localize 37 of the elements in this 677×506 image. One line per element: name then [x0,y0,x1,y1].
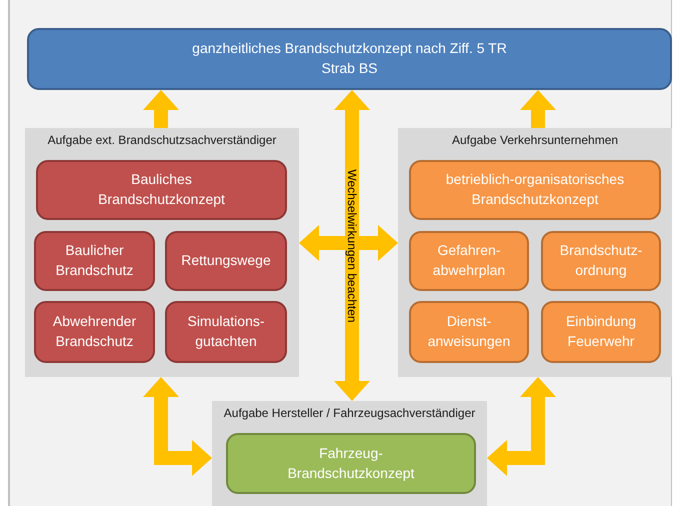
edge-label: Wechselwirkungen beachten [346,169,358,323]
box-label: betrieblich-organisatorisches Brandschutzkonzept [444,170,626,209]
box-label: Baulicher Brandschutz [54,241,134,280]
task-box [165,231,287,291]
task-box [541,231,661,291]
task-box [541,301,661,363]
block-arrow [299,225,398,261]
box-label: Simulations-gutachten [186,312,266,351]
box-label: Bauliches Brandschutzkonzept [97,170,226,209]
task-panel [212,401,487,506]
task-box [165,301,287,363]
block-arrow [487,377,556,476]
block-arrow [334,90,370,401]
task-box [409,301,529,363]
box-label: Gefahren-abwehrplan [432,241,506,280]
task-panel [25,128,299,377]
box-label: ganzheitliches Brandschutzkonzept nach Ziff. 5 TR Strab BS [191,39,508,78]
task-box [409,160,661,220]
panel-heading: Aufgabe Verkehrsunternehmen [452,133,618,147]
box-label: Abwehrender Brandschutz [52,312,138,351]
box-label: Brandschutz-ordnung [558,241,644,280]
block-arrow [520,90,556,128]
task-box [34,301,155,363]
task-box [34,231,155,291]
block-arrow [143,90,179,128]
block-arrow [143,377,212,476]
box-label: Einbindung Feuerwehr [564,312,638,351]
task-box [226,433,476,494]
box-label: Dienst-anweisungen [426,312,512,351]
task-box [409,231,529,291]
panel-heading: Aufgabe Hersteller / Fahrzeugsachverständiger [224,406,476,420]
concept-box [27,28,672,90]
box-label: Rettungswege [181,251,271,270]
task-panel [398,128,672,377]
panel-heading: Aufgabe ext. Brandschutzsachverständiger [48,133,276,147]
task-box [36,160,287,220]
box-label: Fahrzeug-Brandschutzkonzept [286,444,416,483]
